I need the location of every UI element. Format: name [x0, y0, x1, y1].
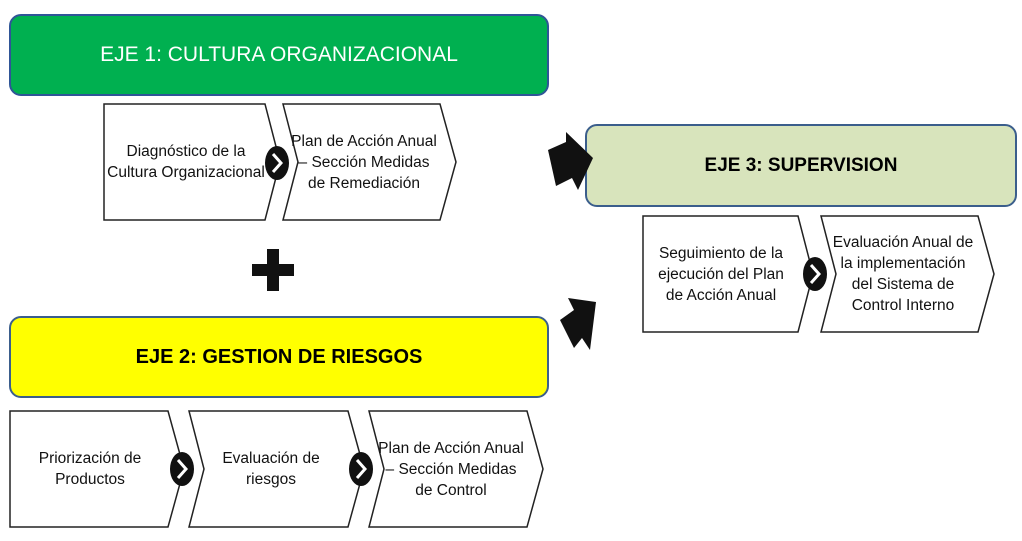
arrow-icon — [560, 298, 596, 350]
eje2-step-3: Plan de Acción Anual – Sección Medidas d… — [378, 439, 524, 499]
eje2-step-2-shape — [188, 410, 365, 528]
eje1-step-2: Plan de Acción Anual – Sección Medidas d… — [291, 132, 437, 192]
eje3-step-2: Evaluación Anual de la implementación de… — [832, 234, 974, 314]
eje1-header: EJE 1: CULTURA ORGANIZACIONAL — [9, 14, 549, 96]
eje3-step-1: Seguimiento de la ejecución del Plan de … — [658, 244, 784, 304]
chevron-right-icon — [803, 257, 827, 291]
eje2-step-1: Priorización de Productos — [38, 450, 142, 488]
eje2-step-2: Evaluación de riesgos — [222, 450, 320, 488]
arrow-icon — [548, 132, 593, 190]
eje3-title: EJE 3: SUPERVISION — [704, 154, 898, 176]
eje2-header: EJE 2: GESTION DE RIESGOS — [9, 316, 549, 398]
eje2-title: EJE 2: GESTION DE RIESGOS — [135, 345, 423, 368]
eje1-step-2-shape — [282, 103, 457, 221]
eje1-title: EJE 1: CULTURA ORGANIZACIONAL — [100, 43, 458, 66]
eje1-step-1-shape — [103, 103, 281, 221]
eje1-step-1: Diagnóstico de la Cultura Organizacional — [107, 143, 265, 181]
eje2-step-3-shape — [368, 410, 544, 528]
eje2-step-1-shape — [9, 410, 185, 528]
chevron-right-icon — [349, 452, 373, 486]
plus-icon — [252, 249, 294, 291]
eje3-step-1-shape — [642, 215, 814, 333]
chevron-right-icon — [265, 146, 289, 180]
chevron-right-icon — [170, 452, 194, 486]
eje3-step-2-shape — [820, 215, 995, 333]
